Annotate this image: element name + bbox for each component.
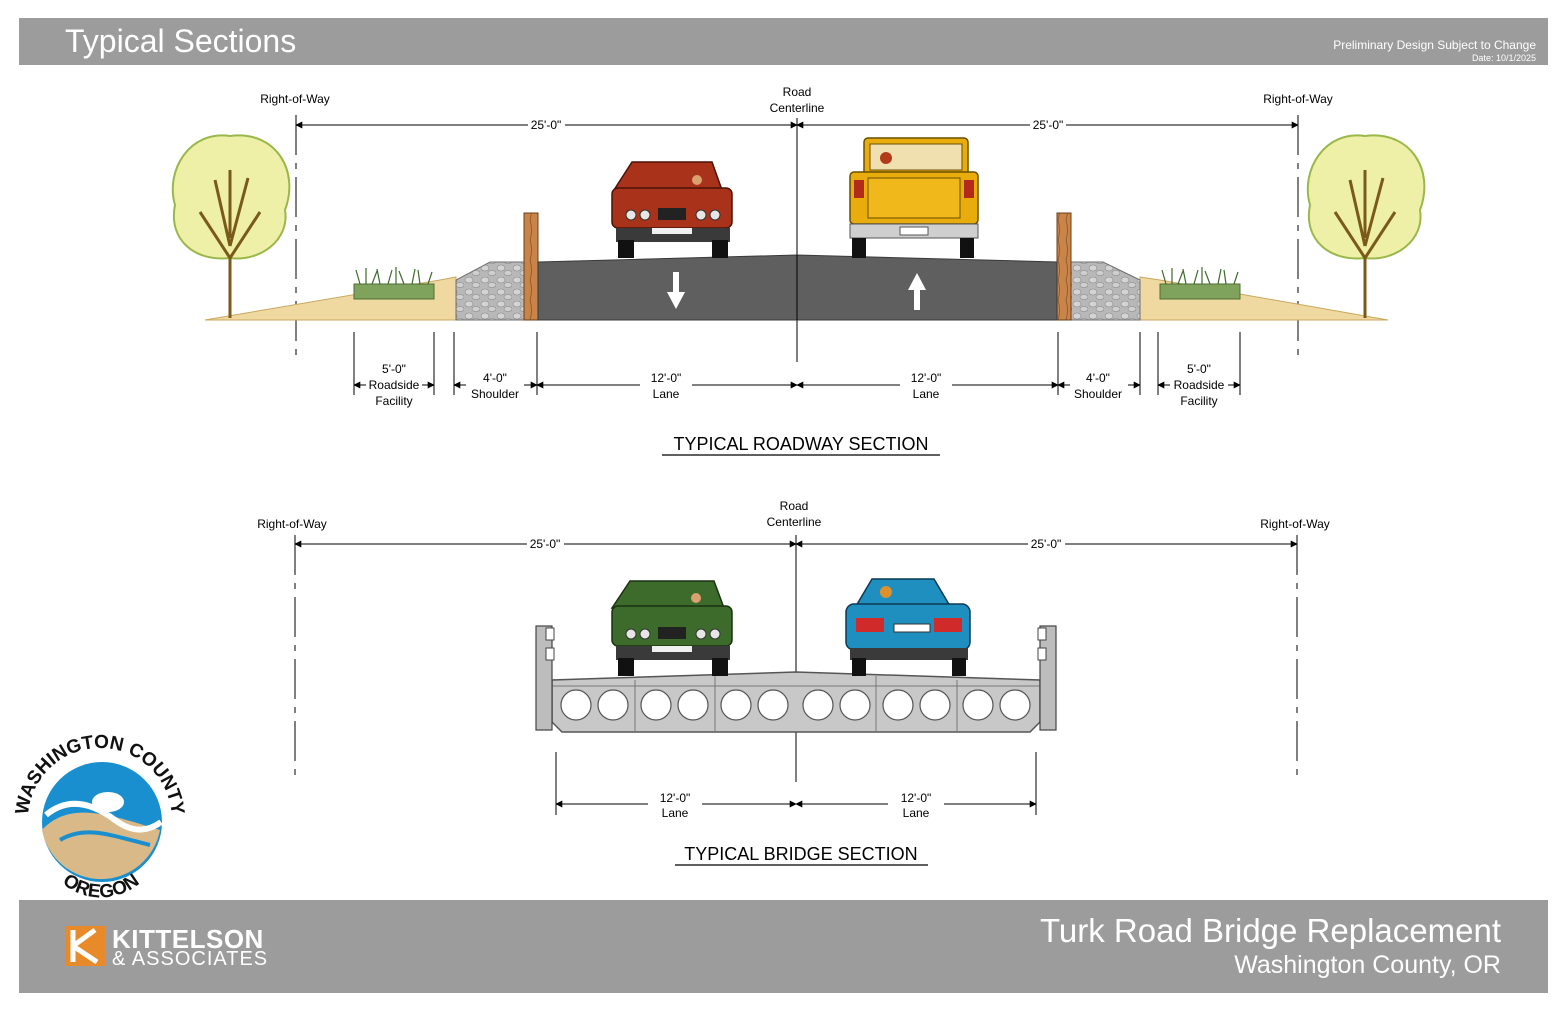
half-width-dim-left: 25'-0": [531, 118, 562, 132]
preliminary-note: Preliminary Design Subject to Change: [1333, 38, 1536, 52]
section-title: TYPICAL ROADWAY SECTION: [673, 434, 928, 454]
truck-icon: [849, 137, 979, 258]
dim-label: Facility: [1180, 394, 1217, 408]
centerline-label: Centerline: [770, 101, 825, 115]
dim-label: Shoulder: [471, 387, 519, 401]
centerline-label-road: Road: [783, 85, 812, 99]
car-icon: [611, 161, 733, 258]
section-title: TYPICAL BRIDGE SECTION: [684, 844, 917, 864]
row-label-left: Right-of-Way: [260, 92, 330, 106]
kittelson-logo-mark: [65, 926, 105, 966]
centerline-label-road: Road: [780, 499, 809, 513]
dim-value: 5'-0": [1187, 362, 1211, 376]
dim-value: 5'-0": [382, 362, 406, 376]
firm-name: KITTELSON: [112, 924, 264, 954]
dim-label: Lane: [653, 387, 680, 401]
dim-label: Roadside: [369, 378, 420, 392]
roadway-section: Right-of-Way Right-of-Way Road Centerlin…: [171, 85, 1426, 456]
half-width-dim-right: 25'-0": [1031, 537, 1062, 551]
dim-label: Lane: [903, 806, 930, 820]
project-title: Turk Road Bridge Replacement: [1039, 912, 1501, 949]
firm-subtitle: & ASSOCIATES: [112, 948, 269, 970]
tree-icon: [1306, 134, 1426, 318]
dim-value: 4'-0": [1086, 371, 1110, 385]
date-note: Date: 10/1/2025: [1471, 53, 1536, 63]
dim-value: 12'-0": [660, 791, 691, 805]
county-logo: WASHINGTON COUNTY OREGON: [12, 732, 188, 903]
row-label-right: Right-of-Way: [1260, 517, 1330, 531]
dim-label: Lane: [913, 387, 940, 401]
dim-value: 4'-0": [483, 371, 507, 385]
row-label-left: Right-of-Way: [257, 517, 327, 531]
dim-value: 12'-0": [911, 371, 942, 385]
dim-label: Lane: [662, 806, 689, 820]
car-icon: [610, 580, 733, 676]
row-label-right: Right-of-Way: [1263, 92, 1333, 106]
dim-label: Roadside: [1174, 378, 1225, 392]
tree-icon: [171, 134, 291, 318]
bridge-section: Right-of-Way Right-of-Way Road Centerlin…: [257, 499, 1330, 866]
header-banner: Typical Sections Preliminary Design Subj…: [19, 18, 1548, 65]
half-width-dim-left: 25'-0": [530, 537, 561, 551]
dim-label: Facility: [375, 394, 412, 408]
car-icon: [845, 578, 971, 676]
up-arrow-icon: [908, 273, 926, 310]
page-title: Typical Sections: [65, 23, 297, 59]
footer-banner: KITTELSON & ASSOCIATES Turk Road Bridge …: [19, 900, 1548, 993]
centerline-label: Centerline: [767, 515, 822, 529]
dim-value: 12'-0": [651, 371, 682, 385]
half-width-dim-right: 25'-0": [1033, 118, 1064, 132]
dim-value: 12'-0": [901, 791, 932, 805]
project-location: Washington County, OR: [1234, 951, 1501, 979]
down-arrow-icon: [667, 272, 685, 309]
dim-label: Shoulder: [1074, 387, 1122, 401]
